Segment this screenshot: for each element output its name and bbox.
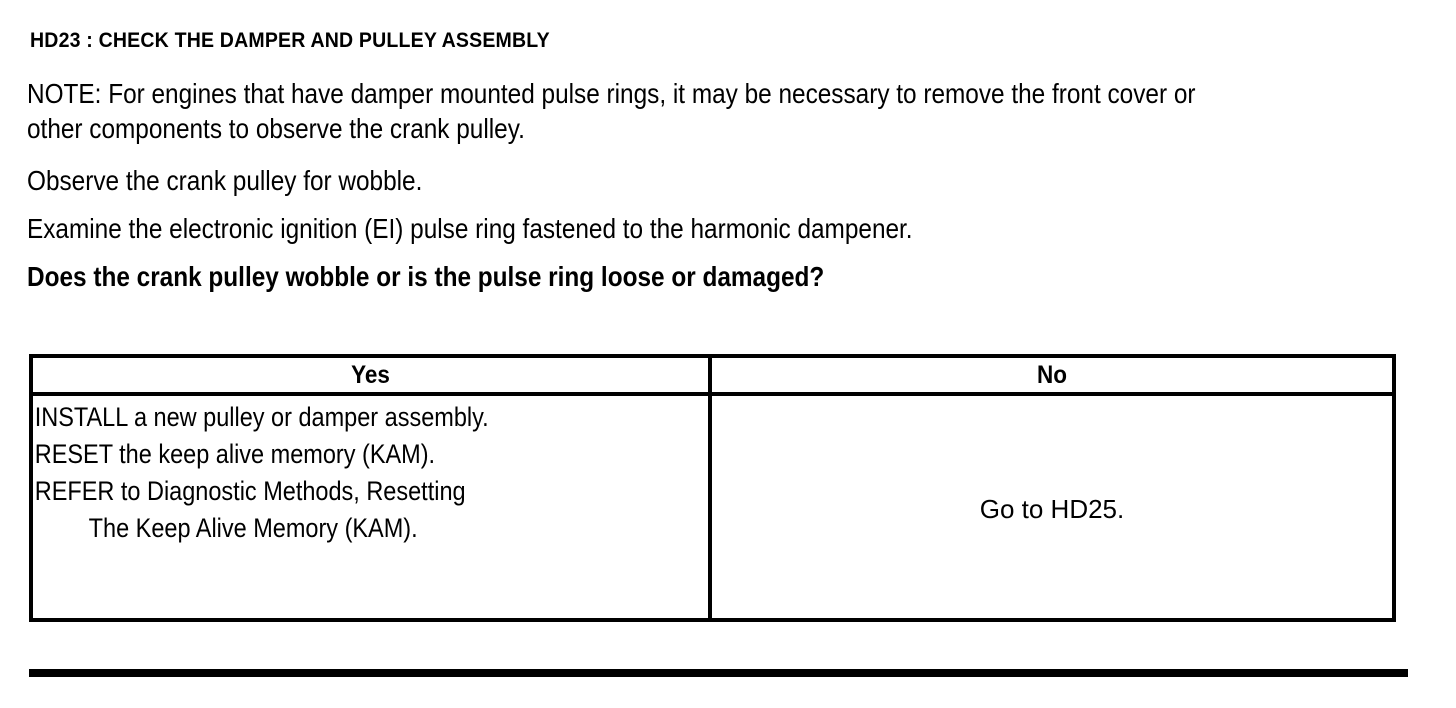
table-header-row: Yes No bbox=[33, 358, 1392, 396]
yes-action-line-4: The Keep Alive Memory (KAM). bbox=[88, 513, 418, 543]
paragraph-note: NOTE: For engines that have damper mount… bbox=[27, 78, 1196, 144]
paragraph-question: Does the crank pulley wobble or is the p… bbox=[27, 261, 825, 292]
yes-action-line-3: REFER to Diagnostic Methods, Resetting bbox=[34, 476, 466, 506]
decision-table: Yes No INSTALL a new pulley or damper as… bbox=[29, 354, 1396, 622]
yes-action-line-2: RESET the keep alive memory (KAM). bbox=[34, 439, 436, 469]
paragraph-observe: Observe the crank pulley for wobble. bbox=[27, 165, 423, 196]
table-cell-yes: INSTALL a new pulley or damper assembly.… bbox=[33, 396, 712, 622]
column-header-no: No bbox=[1036, 360, 1067, 389]
table-header-cell-yes: Yes bbox=[33, 358, 712, 392]
paragraph-examine: Examine the electronic ignition (EI) pul… bbox=[27, 213, 913, 244]
no-action-text: Go to HD25. bbox=[979, 493, 1125, 524]
table-header-cell-no: No bbox=[712, 358, 1392, 392]
table-cell-no: Go to HD25. bbox=[712, 396, 1392, 622]
yes-action-list: INSTALL a new pulley or damper assembly.… bbox=[33, 396, 709, 547]
column-header-yes: Yes bbox=[351, 360, 390, 389]
yes-action-line-1: INSTALL a new pulley or damper assembly. bbox=[34, 402, 489, 432]
footer-divider bbox=[29, 669, 1408, 677]
table-row: INSTALL a new pulley or damper assembly.… bbox=[33, 396, 1392, 622]
page-title: HD23 : CHECK THE DAMPER AND PULLEY ASSEM… bbox=[30, 29, 550, 52]
